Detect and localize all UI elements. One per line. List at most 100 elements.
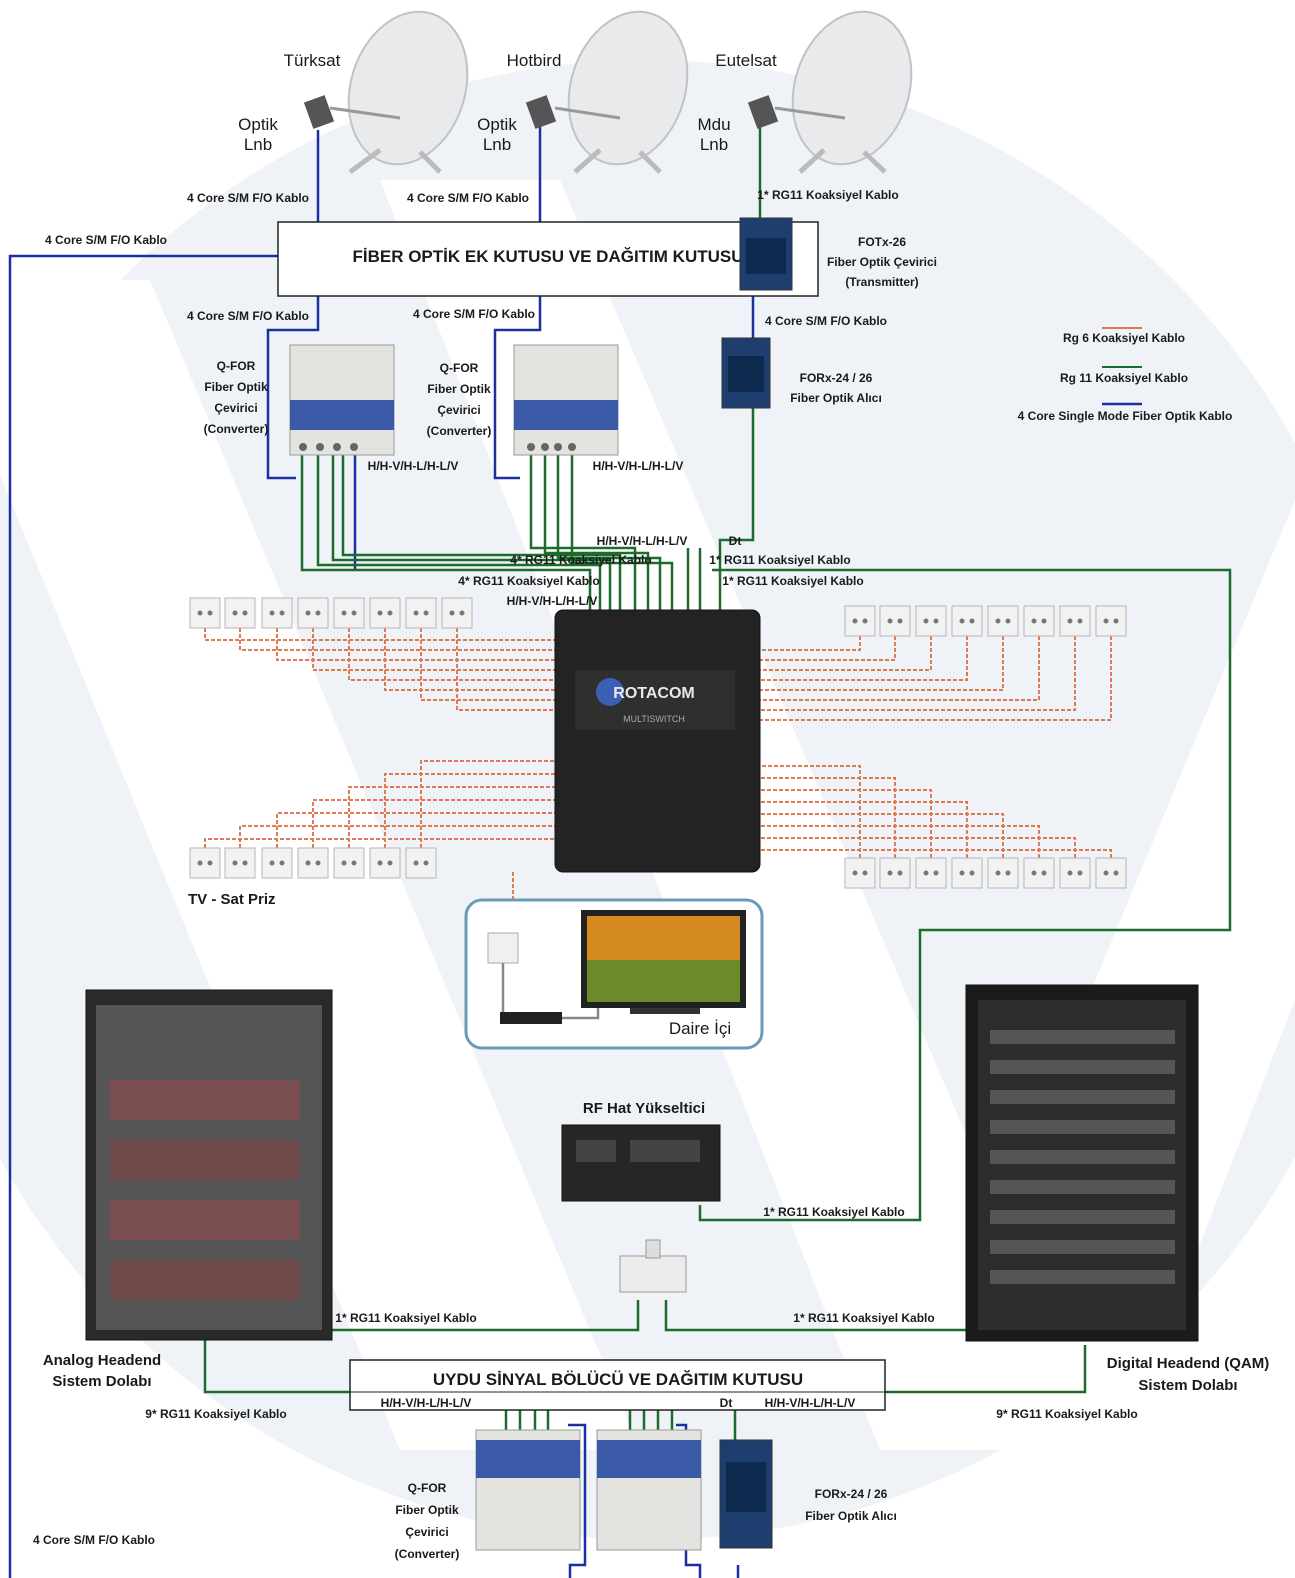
tv-sat-outlet: [297, 597, 329, 629]
tv-sat-outlet: [189, 847, 221, 879]
qfor-left-l2: Fiber Optik: [204, 380, 268, 394]
sat-name-turksat: Türksat: [284, 51, 341, 70]
splitter-box-title: UYDU SİNYAL BÖLÜCÜ VE DAĞITIM KUTUSU: [433, 1370, 803, 1389]
cable-label: 4 Core S/M F/O Kablo: [187, 191, 309, 205]
rg6-cable: [760, 636, 861, 651]
multiswitch-brand: ROTACOM: [613, 685, 694, 702]
multiswitch: ROTACOM MULTISWITCH: [554, 609, 761, 873]
tv-sat-outlet: [261, 847, 293, 879]
cable-label: H/H-V/H-L/H-L/V: [765, 1396, 856, 1410]
rg6-cable: [760, 636, 1112, 721]
legend-label-fiber: 4 Core Single Mode Fiber Optik Kablo: [1018, 409, 1233, 423]
rg6-cable: [760, 777, 896, 858]
multiswitch-sub: MULTISWITCH: [623, 714, 685, 724]
tv-sat-outlet: [261, 597, 293, 629]
rf-amplifier: [561, 1124, 721, 1202]
cable-label: 1* RG11 Koaksiyel Kablo: [757, 188, 898, 202]
forx-top-l2: Fiber Optik Alıcı: [790, 391, 882, 405]
cable-label: H/H-V/H-L/H-L/V: [597, 534, 688, 548]
tv-sat-outlet: [879, 605, 911, 637]
fotx-label-3: (Transmitter): [845, 275, 918, 289]
tv-sat-outlet: [1059, 857, 1091, 889]
rg6-cable: [276, 628, 555, 661]
rg6-cable: [760, 789, 932, 858]
cable-label: Dt: [720, 1396, 733, 1410]
tv-sat-outlet: [224, 847, 256, 879]
rg6-cable: [456, 628, 555, 711]
cable-label: 1* RG11 Koaksiyel Kablo: [722, 574, 863, 588]
cable-label: Dt: [729, 534, 742, 548]
cable-label: 4* RG11 Koaksiyel Kablo: [458, 574, 599, 588]
tv-sat-outlet: [1059, 605, 1091, 637]
rg11-cables: [203, 125, 1232, 1440]
legend: Rg 6 Koaksiyel Kablo Rg 11 Koaksiyel Kab…: [1018, 327, 1233, 423]
dish-eutelsat: [747, 10, 913, 174]
qfor-bottom-l1: Q-FOR: [408, 1481, 447, 1495]
tv-sat-outlet: [333, 847, 365, 879]
rf-splitter: [619, 1239, 687, 1293]
qfor-bottom-l4: (Converter): [395, 1547, 460, 1561]
digital-label-1: Digital Headend (QAM): [1107, 1355, 1270, 1372]
fiber-distribution-box: [277, 221, 819, 297]
tv-sat-outlet: [297, 847, 329, 879]
lnb-eutelsat-line1: Mdu: [697, 115, 730, 134]
forx-receiver-top: [721, 337, 771, 409]
sat-name-eutelsat: Eutelsat: [715, 51, 777, 70]
sat-name-hotbird: Hotbird: [507, 51, 562, 70]
rg6-cable: [239, 825, 555, 848]
qfor-left-l1: Q-FOR: [217, 359, 256, 373]
rf-amp-label: RF Hat Yükseltici: [583, 1100, 705, 1117]
tv-sat-outlet: [987, 857, 1019, 889]
rg6-cables: [204, 628, 1112, 933]
lnb-hotbird-line2: Lnb: [483, 135, 511, 154]
forx-bottom-l1: FORx-24 / 26: [815, 1487, 888, 1501]
dish-turksat: [303, 10, 469, 175]
tv-sat-outlet: [915, 857, 947, 889]
qfor-mid-l4: (Converter): [427, 424, 492, 438]
tv-sat-outlet: [844, 857, 876, 889]
tv-sat-outlet: [1023, 605, 1055, 637]
forx-bottom-l2: Fiber Optik Alıcı: [805, 1509, 897, 1523]
digital-label-2: Sistem Dolabı: [1138, 1377, 1237, 1394]
analog-label-1: Analog Headend: [43, 1352, 161, 1369]
rg6-cable: [384, 628, 555, 691]
rg6-cable: [420, 628, 555, 701]
qfor-left-l3: Çevirici: [214, 401, 257, 415]
cable-label: 4 Core S/M F/O Kablo: [413, 307, 535, 321]
qfor-mid-l3: Çevirici: [437, 403, 480, 417]
rg6-cable: [760, 636, 932, 671]
fotx-label-2: Fiber Optik Çevirici: [827, 255, 937, 269]
tv-sat-outlet: [441, 597, 473, 629]
tv-sat-outlet: [915, 605, 947, 637]
fiber-cables: [8, 122, 755, 1578]
tv-sat-outlet: [369, 847, 401, 879]
rg6-cable: [760, 849, 1112, 858]
daire-ici-label: Daire İçi: [669, 1019, 731, 1038]
qfor-left-l4: (Converter): [204, 422, 269, 436]
cable-label: 4 Core S/M F/O Kablo: [33, 1533, 155, 1547]
tv-sat-outlet: [1095, 857, 1127, 889]
rg6-cable: [760, 636, 1004, 691]
cable-label: H/H-V/H-L/H-L/V: [593, 459, 684, 473]
fiber-box-title: FİBER OPTİK EK KUTUSU VE DAĞITIM KUTUSU: [352, 247, 743, 266]
qfor-bottom-l2: Fiber Optik: [395, 1503, 459, 1517]
analog-headend-rack: [85, 989, 333, 1341]
qfor-converter-left: [289, 344, 395, 456]
rg6-cable: [348, 628, 555, 681]
rg6-cable: [760, 765, 861, 858]
cable-label: 1* RG11 Koaksiyel Kablo: [335, 1311, 476, 1325]
tv-sat-outlet: [844, 605, 876, 637]
tv-sat-outlet: [879, 857, 911, 889]
cable-label: H/H-V/H-L/H-L/V: [368, 459, 459, 473]
legend-label-rg11: Rg 11 Koaksiyel Kablo: [1060, 371, 1188, 385]
lnb-turksat-line2: Lnb: [244, 135, 272, 154]
qfor-mid-l2: Fiber Optik: [427, 382, 491, 396]
cable-label: 9* RG11 Koaksiyel Kablo: [996, 1407, 1137, 1421]
rg6-cable: [348, 786, 555, 848]
rg6-cable: [760, 825, 1040, 858]
cable-labels: 4 Core S/M F/O Kablo 4 Core S/M F/O Kabl…: [33, 188, 1138, 1547]
tv-sat-outlets: [189, 597, 1127, 889]
lnb-hotbird-line1: Optik: [477, 115, 517, 134]
qfor-converter-bottom-1: [475, 1429, 581, 1551]
